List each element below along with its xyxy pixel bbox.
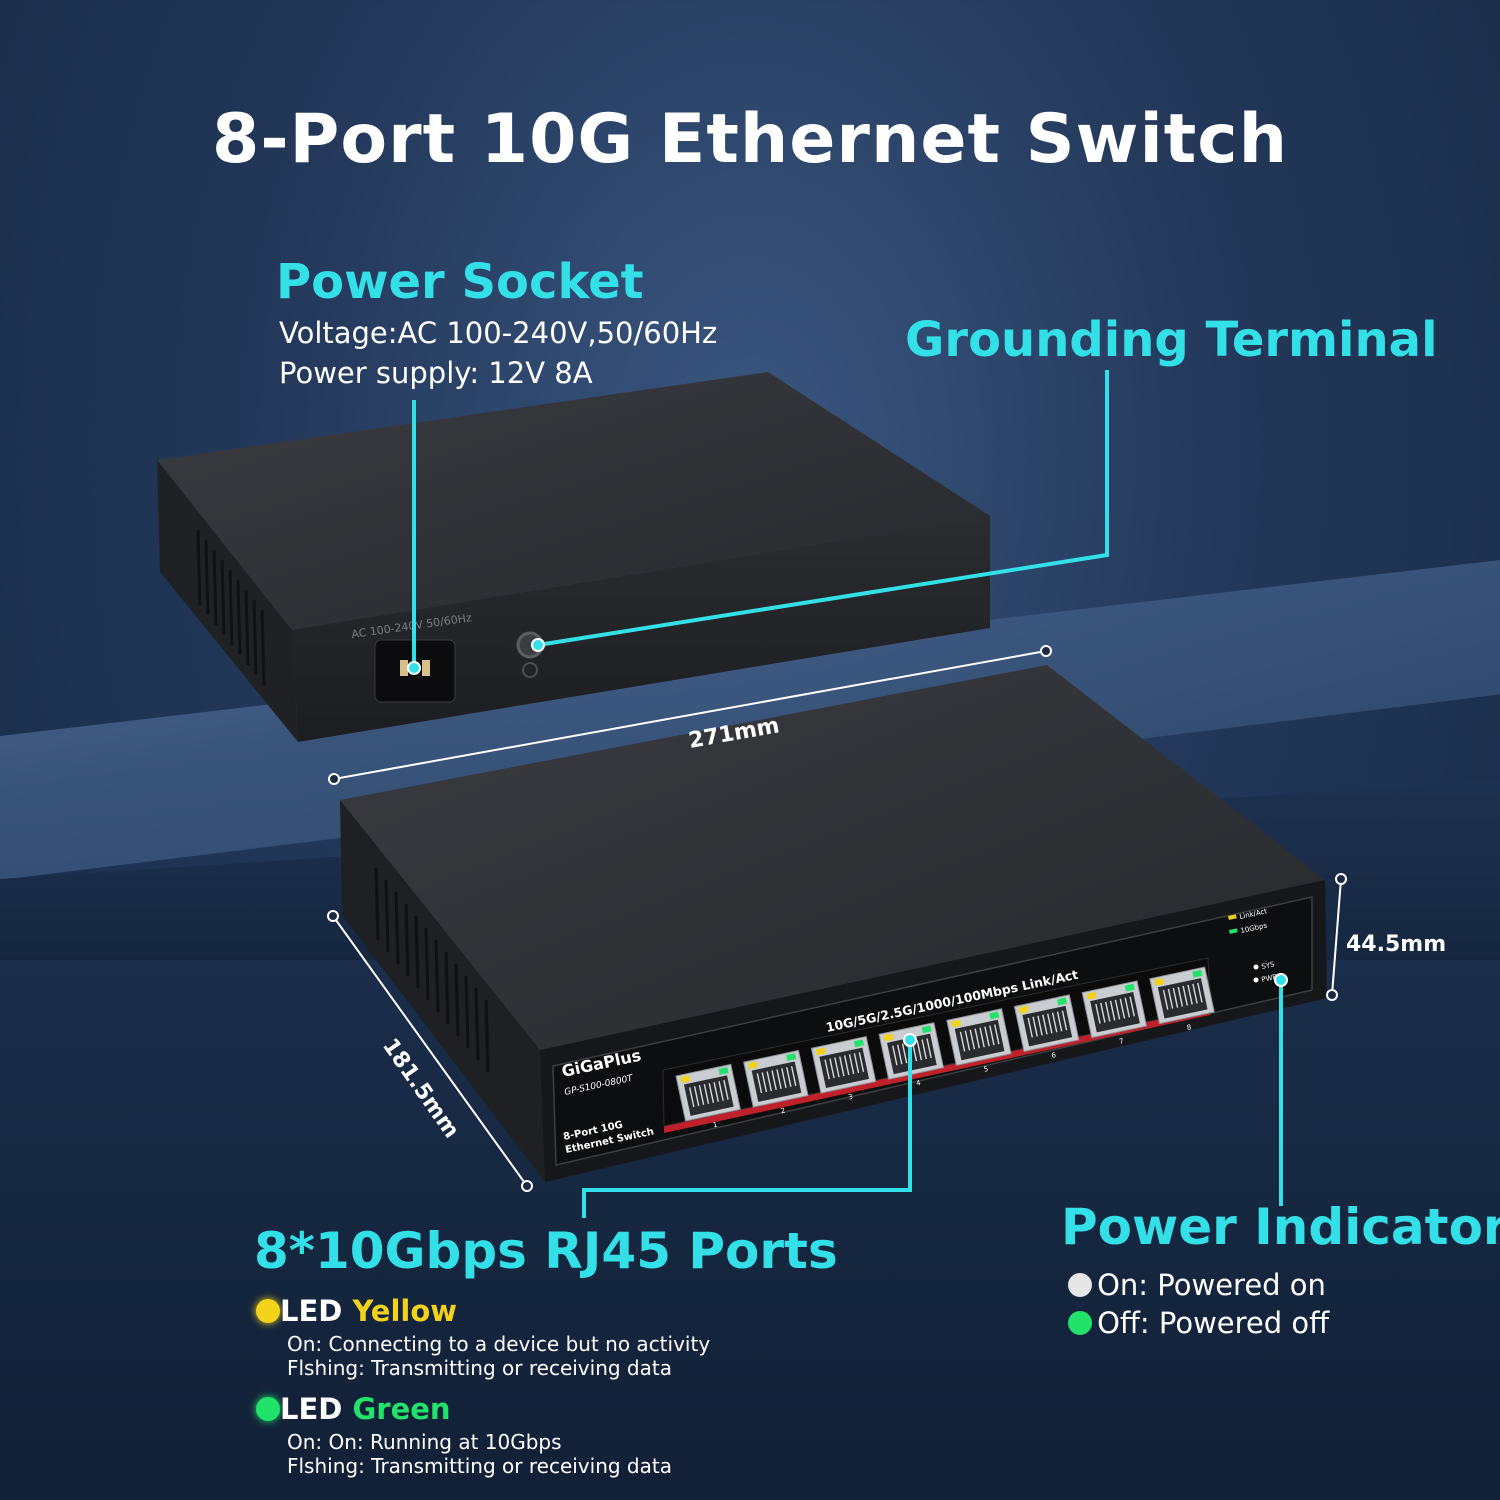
port-green-led	[1056, 997, 1068, 1006]
port-number: 4	[915, 1079, 922, 1088]
port-green-led	[786, 1053, 797, 1061]
port-green-led	[1192, 969, 1203, 978]
port-number: 5	[983, 1065, 989, 1074]
port-green-led	[921, 1025, 932, 1034]
port-number: 6	[1051, 1051, 1058, 1060]
port-number: 3	[848, 1093, 854, 1102]
led-yellow-row: LED Yellow	[256, 1294, 457, 1328]
led-green-word: Green	[352, 1392, 451, 1426]
sys-label: SYS	[1261, 960, 1276, 971]
dimension-height: 44.5mm	[1346, 932, 1447, 957]
port-yellow-led	[1018, 1005, 1029, 1014]
back-switch	[157, 372, 990, 742]
port-yellow-led	[883, 1033, 894, 1042]
power-indicator-heading: Power Indicator	[1061, 1198, 1500, 1256]
rj45-port: 2	[743, 1049, 809, 1116]
led-yellow-word: Yellow	[352, 1294, 458, 1328]
voltage-spec: Voltage:AC 100-240V,50/60Hz	[279, 316, 718, 350]
led-green-prefix: LED	[280, 1392, 353, 1426]
power-off-text: Off: Powered off	[1097, 1306, 1330, 1340]
power-on-dot-icon	[1068, 1273, 1092, 1297]
power-on-row: On: Powered on	[1068, 1268, 1326, 1302]
green-led-icon	[256, 1397, 280, 1421]
ports-heading: 8*10Gbps RJ45 Ports	[254, 1222, 838, 1280]
port-yellow-led	[680, 1075, 691, 1083]
led-green-flash: Flshing: Transmitting or receiving data	[287, 1454, 672, 1478]
port-yellow-led	[1154, 977, 1165, 986]
front-vent-slots	[374, 867, 490, 1073]
yellow-led-icon	[256, 1299, 280, 1323]
rj45-port: 5	[946, 1008, 1012, 1074]
rj45-port: 1	[675, 1063, 741, 1130]
rj45-port: 7	[1081, 980, 1148, 1046]
port-yellow-led	[951, 1019, 962, 1028]
port-green-led	[989, 1011, 1000, 1020]
rj45-port: 8	[1149, 966, 1215, 1032]
pwr-label: PWR	[1261, 973, 1278, 984]
port-number: 1	[712, 1121, 718, 1130]
port-green-led	[1124, 983, 1135, 992]
power-off-row: Off: Powered off	[1068, 1306, 1329, 1340]
callout-lines	[412, 370, 1283, 1218]
port-number: 7	[1118, 1037, 1124, 1046]
front-switch-top	[340, 665, 1325, 1050]
led-green-on: On: On: Running at 10Gbps	[287, 1430, 562, 1454]
led-yellow-flash: Flshing: Transmitting or receiving data	[287, 1356, 672, 1380]
rj45-port: 6	[1013, 994, 1080, 1060]
back-vent-slots	[196, 529, 266, 686]
port-green-led	[853, 1039, 864, 1048]
page-title: 8-Port 10G Ethernet Switch	[212, 100, 1288, 179]
callout-dots	[407, 638, 1288, 1047]
led-green-row: LED Green	[256, 1392, 451, 1426]
power-off-dot-icon	[1068, 1311, 1092, 1335]
rj45-ports: 1 2 3 4 5 6 7 8	[675, 966, 1215, 1130]
port-green-led	[718, 1067, 729, 1075]
grounding-terminal-heading: Grounding Terminal	[905, 312, 1438, 368]
dimension-lines	[327, 645, 1347, 1192]
port-yellow-led	[815, 1047, 826, 1056]
port-yellow-led	[1086, 991, 1097, 1000]
back-switch-top	[157, 372, 990, 630]
front-switch	[340, 665, 1327, 1182]
port-number: 2	[780, 1107, 786, 1116]
power-socket-heading: Power Socket	[276, 254, 644, 310]
power-supply-spec: Power supply: 12V 8A	[279, 356, 593, 390]
led-yellow-on: On: Connecting to a device but no activi…	[287, 1332, 711, 1356]
rj45-port: 3	[810, 1035, 877, 1102]
port-number: 8	[1186, 1023, 1192, 1032]
front-switch-side	[340, 800, 545, 1182]
led-yellow-prefix: LED	[280, 1294, 353, 1328]
port-yellow-led	[748, 1061, 759, 1070]
power-on-text: On: Powered on	[1097, 1268, 1326, 1302]
